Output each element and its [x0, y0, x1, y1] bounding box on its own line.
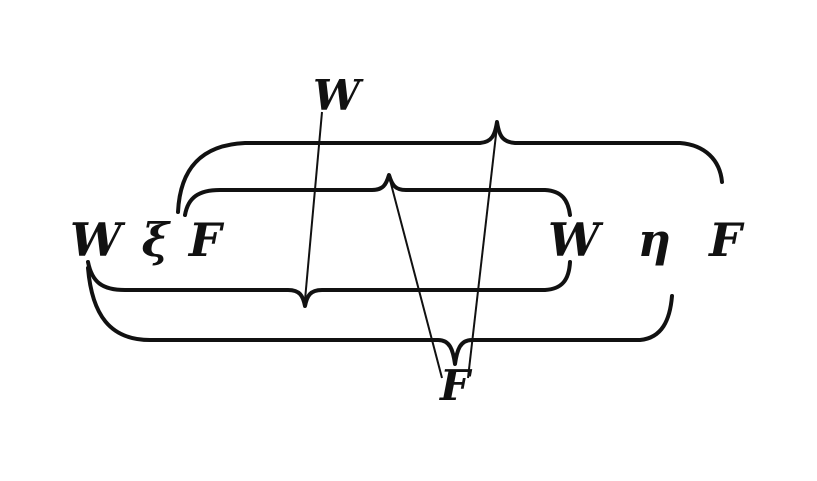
inner-lower-brace — [86, 260, 572, 308]
line-top-w-to-lower-brace — [304, 111, 323, 301]
label-bottom-f: F — [439, 361, 473, 410]
line-inner-brace-to-f — [389, 179, 443, 379]
inner-upper-brace — [183, 173, 572, 217]
outer-lower-brace — [86, 266, 674, 366]
line-outer-brace-to-f — [467, 125, 498, 379]
label-left-expression: W ξ F — [70, 213, 225, 267]
label-right-expression: W η F — [548, 213, 745, 267]
outer-upper-brace — [176, 120, 724, 214]
label-top-w: W — [313, 71, 364, 120]
